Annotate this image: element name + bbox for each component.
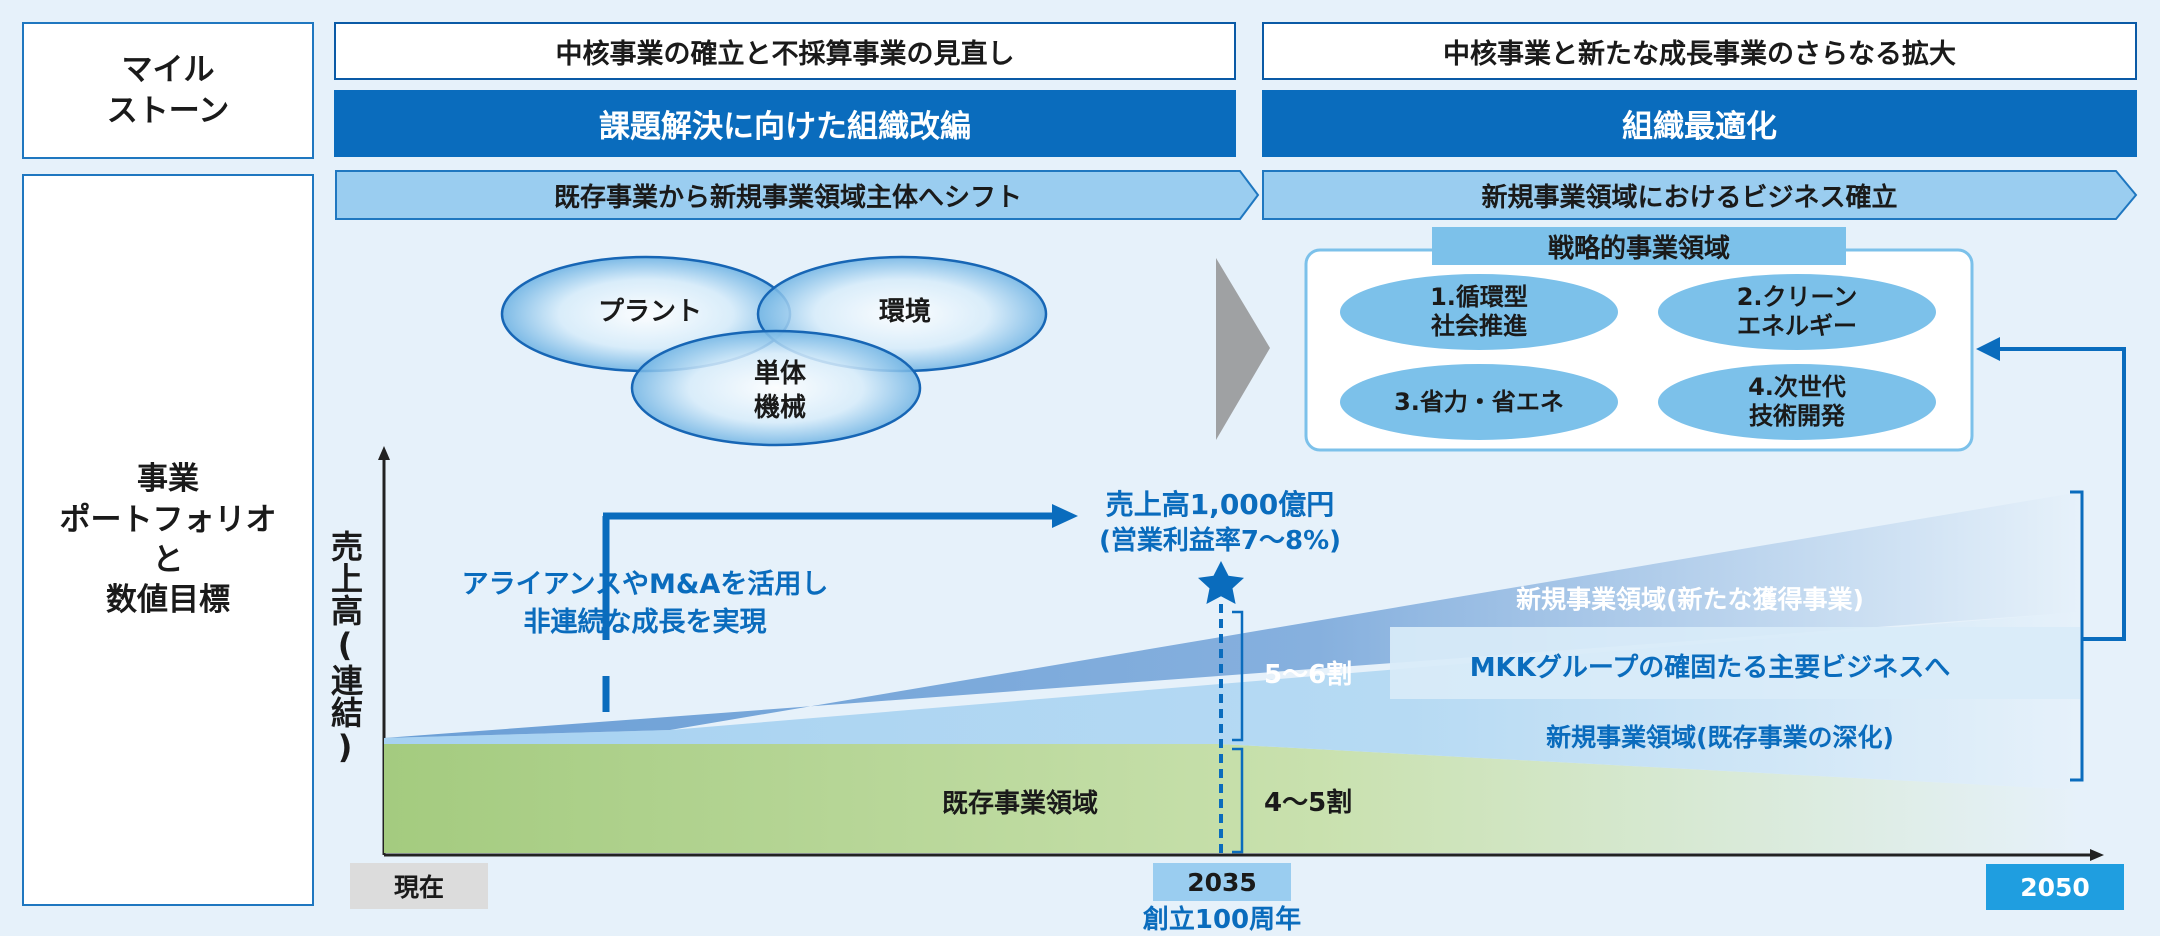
strategy-item-2: 2.クリーン エネルギー <box>1658 274 1936 350</box>
venn-plant-label: プラント <box>597 297 702 327</box>
strategy-item-3: 3.省力・省エネ <box>1340 364 1618 440</box>
milestone-left-white: 中核事業の確立と不採算事業の見直し <box>334 22 1236 80</box>
strategy-title: 戦略的事業領域 <box>1547 233 1730 264</box>
y-axis-arrowhead <box>378 446 390 460</box>
milestone-right-blue: 組織最適化 <box>1262 90 2137 157</box>
alliance-text-line1: アライアンスやM&Aを活用し <box>461 569 829 600</box>
ratio-new-label: 5～6割 <box>1264 660 1353 690</box>
venn-environment-label: 環境 <box>878 297 931 327</box>
shift-arrow-banner <box>335 170 1260 220</box>
venn-machinery-label: 単体 機械 <box>753 359 806 423</box>
ratio-existing-label: 4～5割 <box>1264 788 1353 818</box>
mkk-label: MKKグループの確固たる主要ビジネスへ <box>1469 653 1951 683</box>
shift-arrow-text: 既存事業から新規事業領域主体へシフト <box>553 182 1022 213</box>
existing-label: 既存事業領域 <box>941 789 1098 819</box>
new-acquired-label: 新規事業領域(新たな獲得事業) <box>1516 585 1864 614</box>
strategy-title-bar <box>1432 227 1846 265</box>
alliance-arrowhead <box>1052 504 1078 528</box>
x-axis-arrowhead <box>2090 849 2104 861</box>
x-label-2035: 2035 <box>1153 863 1291 901</box>
establish-arrow-banner <box>1262 170 2138 220</box>
portfolio-label-text: 事業 ポートフォリオ と 数値目標 <box>59 461 277 619</box>
alliance-text-line2: 非連続な成長を実現 <box>523 607 767 638</box>
milestone-label: マイル ストーン <box>22 22 314 159</box>
target-star-icon <box>1198 561 1244 604</box>
venn-machinery-ellipse <box>630 329 922 447</box>
x-label-2035-sub: 創立100周年 <box>1142 905 1302 935</box>
ratio-new-bracket <box>1232 610 1244 742</box>
new-existing-label: 新規事業領域(既存事業の深化) <box>1546 723 1894 752</box>
mkk-band <box>1390 627 2080 699</box>
x-label-now: 現在 <box>350 863 488 909</box>
milestone-right-white: 中核事業と新たな成長事業のさらなる拡大 <box>1262 22 2137 80</box>
target-sales: 売上高1,000億円 <box>1105 488 1335 521</box>
portfolio-label: 事業 ポートフォリオ と 数値目標 <box>22 174 314 906</box>
feedback-arrowhead <box>1976 337 2000 361</box>
ratio-existing-bracket <box>1232 747 1244 854</box>
y-axis-label: 売上高(連結) <box>326 530 364 766</box>
milestone-label-text: マイル ストーン <box>106 52 230 129</box>
strategy-item-1: 1.循環型 社会推進 <box>1340 274 1618 350</box>
strategy-item-4: 4.次世代 技術開発 <box>1658 364 1936 440</box>
x-label-2050: 2050 <box>1986 864 2124 910</box>
establish-arrow-text: 新規事業領域におけるビジネス確立 <box>1481 182 1898 213</box>
target-operating-margin: (営業利益率7～8%) <box>1099 526 1341 556</box>
existing-business-area <box>384 744 2080 853</box>
milestone-left-blue: 課題解決に向けた組織改編 <box>334 90 1236 157</box>
feedback-arrow-line <box>1996 347 2126 641</box>
new-acquired-area <box>384 492 2080 738</box>
right-side-bracket <box>2070 490 2084 782</box>
transition-arrow <box>1216 258 1270 440</box>
alliance-stem-gap <box>600 640 612 676</box>
